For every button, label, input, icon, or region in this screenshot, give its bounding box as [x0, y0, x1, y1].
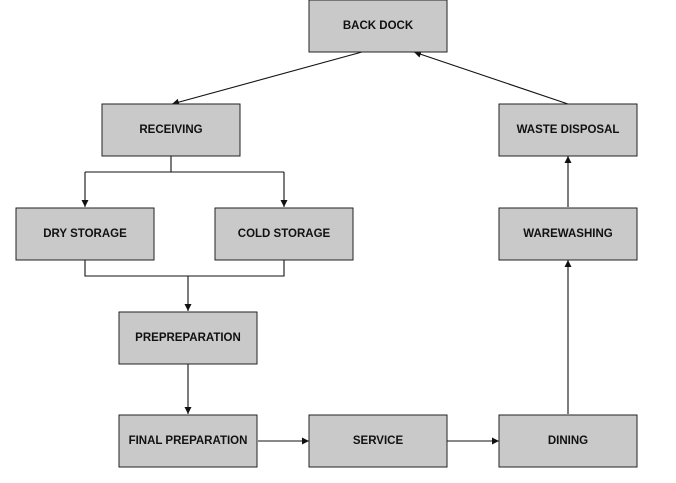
node-warewashing: WAREWASHING — [498, 207, 638, 261]
node-label-dry-storage: DRY STORAGE — [43, 228, 127, 240]
node-cold-storage: COLD STORAGE — [214, 207, 354, 261]
node-label-receiving: RECEIVING — [139, 124, 202, 136]
node-label-back-dock: BACK DOCK — [343, 20, 414, 32]
node-back-dock: BACK DOCK — [308, 0, 448, 53]
node-service: SERVICE — [308, 414, 448, 468]
node-label-final-preparation: FINAL PREPARATION — [129, 435, 248, 447]
node-label-prepreparation: PREPREPARATION — [135, 332, 241, 344]
edge-back-dock-to-receiving — [171, 51, 363, 106]
node-dry-storage: DRY STORAGE — [15, 207, 155, 261]
node-final-preparation: FINAL PREPARATION — [118, 414, 258, 468]
node-waste-disposal: WASTE DISPOSAL — [498, 103, 638, 157]
nodes: BACK DOCK RECEIVING DRY STORAGE COLD STO… — [15, 0, 638, 468]
node-label-dining: DINING — [548, 435, 588, 447]
node-receiving: RECEIVING — [101, 103, 241, 157]
edge-storage-merge — [84, 260, 285, 277]
node-dining: DINING — [498, 414, 638, 468]
node-label-cold-storage: COLD STORAGE — [238, 228, 331, 240]
node-label-service: SERVICE — [353, 435, 404, 447]
edge-receiving-split — [85, 156, 284, 173]
node-prepreparation: PREPREPARATION — [118, 311, 258, 365]
edges — [81, 50, 572, 445]
node-label-warewashing: WAREWASHING — [523, 228, 613, 240]
edge-waste-disposal-to-back-dock — [413, 50, 569, 105]
node-label-waste-disposal: WASTE DISPOSAL — [517, 124, 620, 136]
